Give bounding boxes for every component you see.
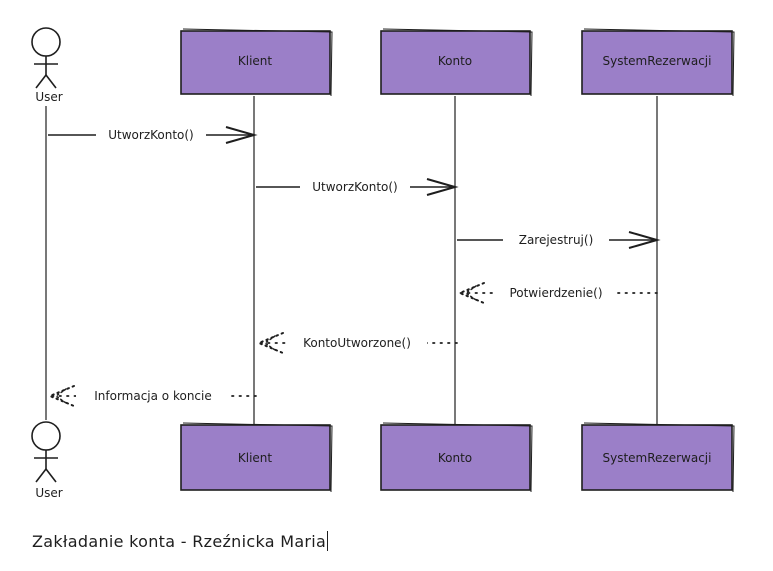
participant-system-top-label: SystemRezerwacji bbox=[603, 54, 712, 68]
participant-system-top: SystemRezerwacji bbox=[581, 28, 735, 97]
message-utworzkonto-2: UtworzKonto() bbox=[256, 178, 459, 196]
message-informacja: Informacja o koncie bbox=[47, 385, 257, 407]
message-utworzkonto-1: UtworzKonto() bbox=[48, 126, 258, 144]
actor-user-top bbox=[31, 27, 61, 89]
participant-system-bottom-label: SystemRezerwacji bbox=[603, 451, 712, 465]
message-zarejestruj-label: Zarejestruj() bbox=[519, 233, 594, 247]
lifelines bbox=[45, 96, 658, 424]
participant-konto-bottom: Konto bbox=[380, 422, 533, 493]
message-utworzkonto-2-label: UtworzKonto() bbox=[312, 180, 398, 194]
actor-user-bottom-label: User bbox=[35, 486, 62, 500]
message-kontoutworzone: KontoUtworzone() bbox=[256, 332, 458, 354]
message-zarejestruj: Zarejestruj() bbox=[457, 231, 661, 249]
message-potwierdzenie: Potwierdzenie() bbox=[457, 282, 658, 304]
participant-system-bottom: SystemRezerwacji bbox=[581, 422, 735, 493]
message-utworzkonto-1-label: UtworzKonto() bbox=[108, 128, 194, 142]
participant-klient-bottom: Klient bbox=[180, 422, 333, 493]
message-kontoutworzone-label: KontoUtworzone() bbox=[303, 336, 411, 350]
actor-user-bottom bbox=[31, 421, 61, 483]
text-cursor bbox=[327, 531, 329, 551]
participant-konto-top: Konto bbox=[380, 28, 533, 97]
diagram-caption: Zakładanie konta - Rzeźnicka Maria bbox=[32, 531, 329, 551]
participant-klient-top: Klient bbox=[180, 28, 333, 97]
participant-klient-bottom-label: Klient bbox=[238, 451, 273, 465]
participant-konto-top-label: Konto bbox=[438, 54, 472, 68]
diagram-caption-text: Zakładanie konta - Rzeźnicka Maria bbox=[32, 532, 327, 551]
message-informacja-label: Informacja o koncie bbox=[94, 389, 212, 403]
participant-klient-top-label: Klient bbox=[238, 54, 273, 68]
message-potwierdzenie-label: Potwierdzenie() bbox=[509, 286, 602, 300]
actor-user-top-label: User bbox=[35, 90, 62, 104]
participant-konto-bottom-label: Konto bbox=[438, 451, 472, 465]
